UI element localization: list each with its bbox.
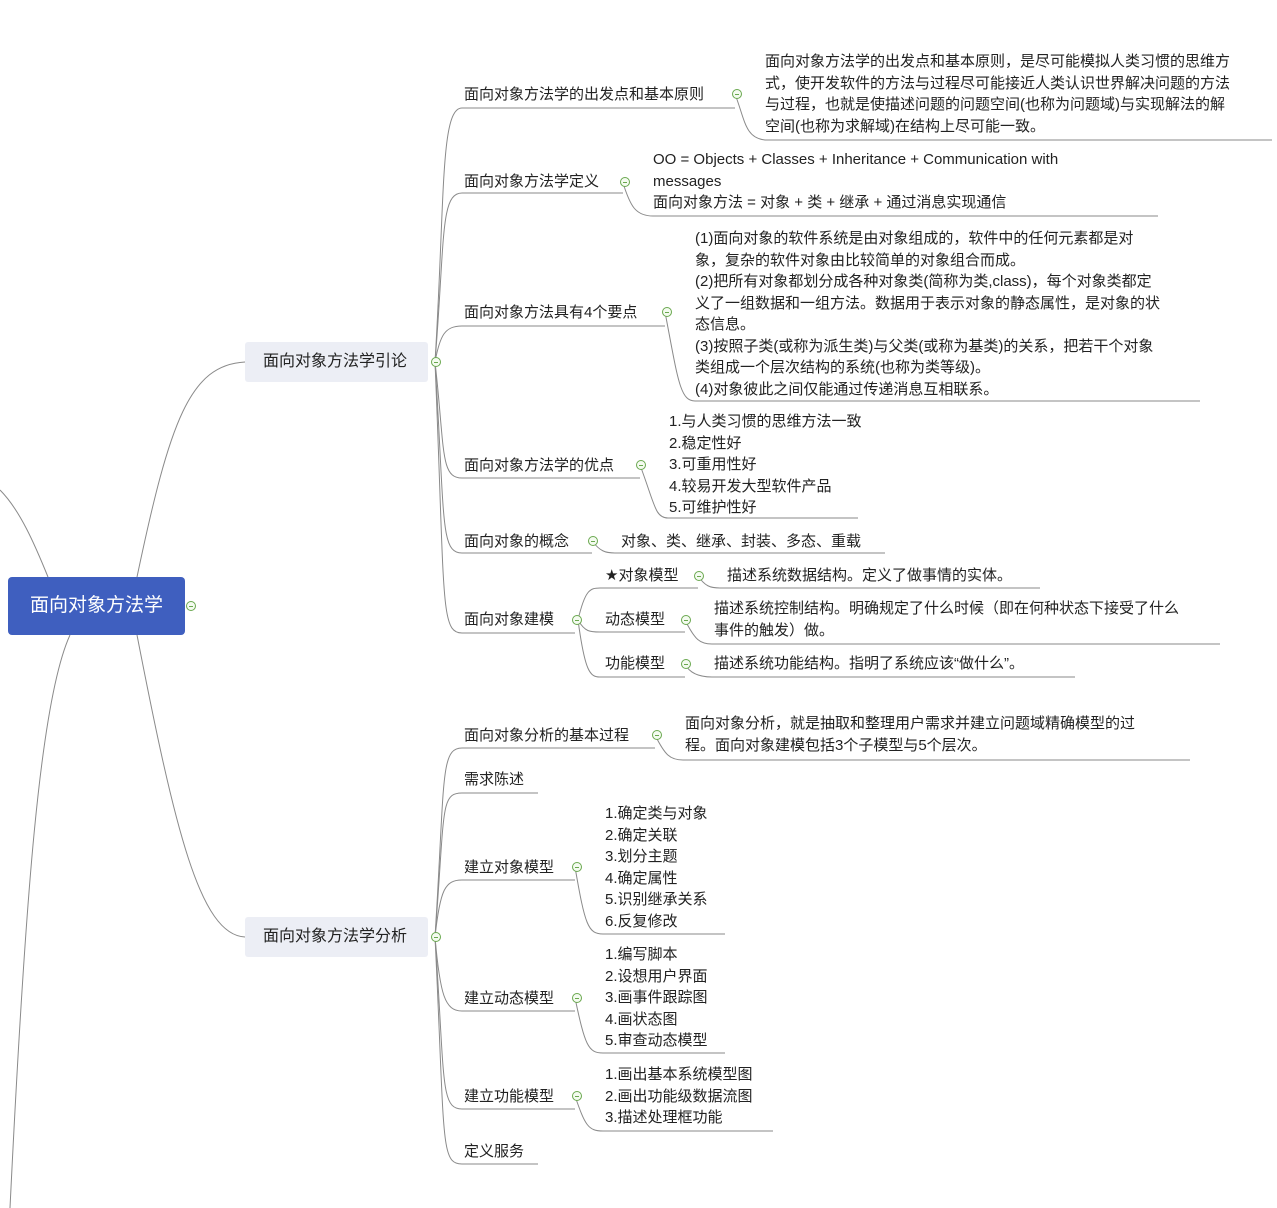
advantage-item: 5.可维护性好 — [669, 499, 757, 516]
dynamic-model-text: 描述系统控制结构。明确规定了什么时候（即在何种状态下接受了什么 事件的触发）做。 — [714, 598, 1179, 641]
intro-node[interactable]: 面向对象方法学引论 — [245, 342, 428, 382]
advantages-collapse-icon[interactable] — [636, 460, 646, 470]
intro-collapse-icon[interactable] — [431, 357, 441, 367]
build-dynamic-model-list: 1.编写脚本 2.设想用户界面 3.画事件跟踪图 4.画状态图 5.审查动态模型 — [605, 944, 708, 1052]
advantage-item: 3.可重用性好 — [669, 456, 757, 473]
function-model-step: 1.画出基本系统模型图 — [605, 1066, 753, 1083]
basic-process-text: 面向对象分析，就是抽取和整理用户需求并建立问题域精确模型的过 程。面向对象建模包… — [685, 713, 1135, 756]
concepts-collapse-icon[interactable] — [588, 536, 598, 546]
definition-collapse-icon[interactable] — [620, 177, 630, 187]
object-model-step: 3.划分主题 — [605, 848, 678, 865]
advantages-list: 1.与人类习惯的思维方法一致 2.稳定性好 3.可重用性好 4.较易开发大型软件… — [669, 411, 862, 519]
basic-process-collapse-icon[interactable] — [652, 730, 662, 740]
origin-collapse-icon[interactable] — [732, 89, 742, 99]
object-model-step: 5.识别继承关系 — [605, 891, 708, 908]
key-points-line: 类组成一个层次结构的系统(也称为类等级)。 — [695, 359, 990, 376]
root-collapse-icon[interactable] — [186, 601, 196, 611]
origin-line: 式，使开发软件的方法与过程尽可能接近人类认识世界解决问题的方法 — [765, 74, 1231, 92]
analysis-node[interactable]: 面向对象方法学分析 — [245, 917, 428, 957]
dynamic-model-step: 2.设想用户界面 — [605, 967, 708, 985]
build-function-model-collapse-icon[interactable] — [572, 1091, 582, 1101]
build-object-model-list: 1.确定类与对象 2.确定关联 3.划分主题 4.确定属性 5.识别继承关系 6… — [605, 803, 708, 932]
key-points-line: 态信息。 — [695, 316, 756, 333]
build-object-model-collapse-icon[interactable] — [572, 862, 582, 872]
object-model-step: 6.反复修改 — [605, 912, 678, 930]
build-object-model-node[interactable]: 建立对象模型 — [464, 859, 555, 876]
key-points-line: 义了一组数据和一组方法。数据用于表示对象的静态属性，是对象的状 — [695, 294, 1161, 312]
advantage-item: 2.稳定性好 — [669, 434, 742, 452]
origin-line: 面向对象方法学的出发点和基本原则，是尽可能模拟人类习惯的思维方 — [765, 53, 1231, 70]
object-model-step: 2.确定关联 — [605, 826, 678, 844]
build-function-model-list: 1.画出基本系统模型图 2.画出功能级数据流图 3.描述处理框功能 — [605, 1064, 753, 1129]
basic-process-line: 面向对象分析，就是抽取和整理用户需求并建立问题域精确模型的过 — [685, 715, 1136, 732]
concepts-node[interactable]: 面向对象的概念 — [464, 533, 570, 550]
dynamic-model-collapse-icon[interactable] — [681, 615, 691, 625]
object-model-step: 4.确定属性 — [605, 869, 678, 887]
function-model-node[interactable]: 功能模型 — [605, 655, 666, 672]
key-points-line: (3)按照子类(或称为派生类)与父类(或称为基类)的关系，把若干个对象 — [695, 337, 1154, 355]
basic-process-line: 程。面向对象建模包括3个子模型与5个层次。 — [685, 736, 987, 754]
dynamic-model-node[interactable]: 动态模型 — [605, 611, 666, 628]
build-dynamic-model-node[interactable]: 建立动态模型 — [464, 990, 555, 1007]
key-points-line: (1)面向对象的软件系统是由对象组成的，软件中的任何元素都是对 — [695, 230, 1134, 247]
definition-line: 面向对象方法 = 对象 + 类 + 继承 + 通过消息实现通信 — [653, 194, 1007, 211]
key-points-text: (1)面向对象的软件系统是由对象组成的，软件中的任何元素都是对 象，复杂的软件对… — [695, 228, 1200, 400]
object-model-text: 描述系统数据结构。定义了做事情的实体。 — [727, 567, 1013, 584]
object-model-node[interactable]: ★对象模型 — [605, 567, 679, 584]
definition-line: OO = Objects + Classes + Inheritance + C… — [653, 151, 1059, 168]
function-model-text: 描述系统功能结构。指明了系统应该“做什么”。 — [714, 655, 1024, 672]
key-points-line: (2)把所有对象都划分成各种对象类(简称为类,class)，每个对象类都定 — [695, 273, 1152, 290]
key-points-line: 象，复杂的软件对象由比较简单的对象组合而成。 — [695, 251, 1026, 269]
origin-line: 与过程，也就是使描述问题的问题空间(也称为问题域)与实现解法的解 — [765, 96, 1225, 113]
root-node[interactable]: 面向对象方法学 — [8, 577, 185, 635]
dynamic-model-step: 5.审查动态模型 — [605, 1032, 708, 1049]
key-points-line: (4)对象彼此之间仅能通过传递消息互相联系。 — [695, 380, 999, 398]
define-services-node[interactable]: 定义服务 — [464, 1143, 525, 1160]
analysis-collapse-icon[interactable] — [431, 932, 441, 942]
requirements-node[interactable]: 需求陈述 — [464, 771, 525, 788]
function-model-step: 2.画出功能级数据流图 — [605, 1087, 753, 1105]
key-points-node[interactable]: 面向对象方法具有4个要点 — [464, 304, 638, 321]
modeling-node[interactable]: 面向对象建模 — [464, 611, 555, 628]
definition-text: OO = Objects + Classes + Inheritance + C… — [653, 149, 1153, 214]
function-model-step: 3.描述处理框功能 — [605, 1109, 723, 1126]
dynamic-model-step: 1.编写脚本 — [605, 946, 678, 963]
build-dynamic-model-collapse-icon[interactable] — [572, 993, 582, 1003]
advantages-node[interactable]: 面向对象方法学的优点 — [464, 457, 615, 474]
object-model-step: 1.确定类与对象 — [605, 805, 708, 822]
advantage-item: 1.与人类习惯的思维方法一致 — [669, 413, 862, 430]
dynamic-model-line: 描述系统控制结构。明确规定了什么时候（即在何种状态下接受了什么 — [714, 600, 1180, 617]
advantage-item: 4.较易开发大型软件产品 — [669, 477, 832, 495]
definition-node[interactable]: 面向对象方法学定义 — [464, 173, 600, 190]
origin-node[interactable]: 面向对象方法学的出发点和基本原则 — [464, 86, 705, 103]
basic-process-node[interactable]: 面向对象分析的基本过程 — [464, 727, 630, 744]
dynamic-model-line: 事件的触发）做。 — [714, 621, 835, 639]
modeling-collapse-icon[interactable] — [572, 615, 582, 625]
key-points-collapse-icon[interactable] — [662, 307, 672, 317]
dynamic-model-step: 3.画事件跟踪图 — [605, 989, 708, 1006]
origin-line: 空间(也称为求解域)在结构上尽可能一致。 — [765, 117, 1045, 135]
definition-line: messages — [653, 172, 722, 190]
concepts-text: 对象、类、继承、封装、多态、重载 — [621, 533, 862, 550]
function-model-collapse-icon[interactable] — [681, 659, 691, 669]
build-function-model-node[interactable]: 建立功能模型 — [464, 1088, 555, 1105]
object-model-collapse-icon[interactable] — [694, 571, 704, 581]
origin-text: 面向对象方法学的出发点和基本原则，是尽可能模拟人类习惯的思维方 式，使开发软件的… — [765, 51, 1270, 137]
dynamic-model-step: 4.画状态图 — [605, 1010, 678, 1028]
